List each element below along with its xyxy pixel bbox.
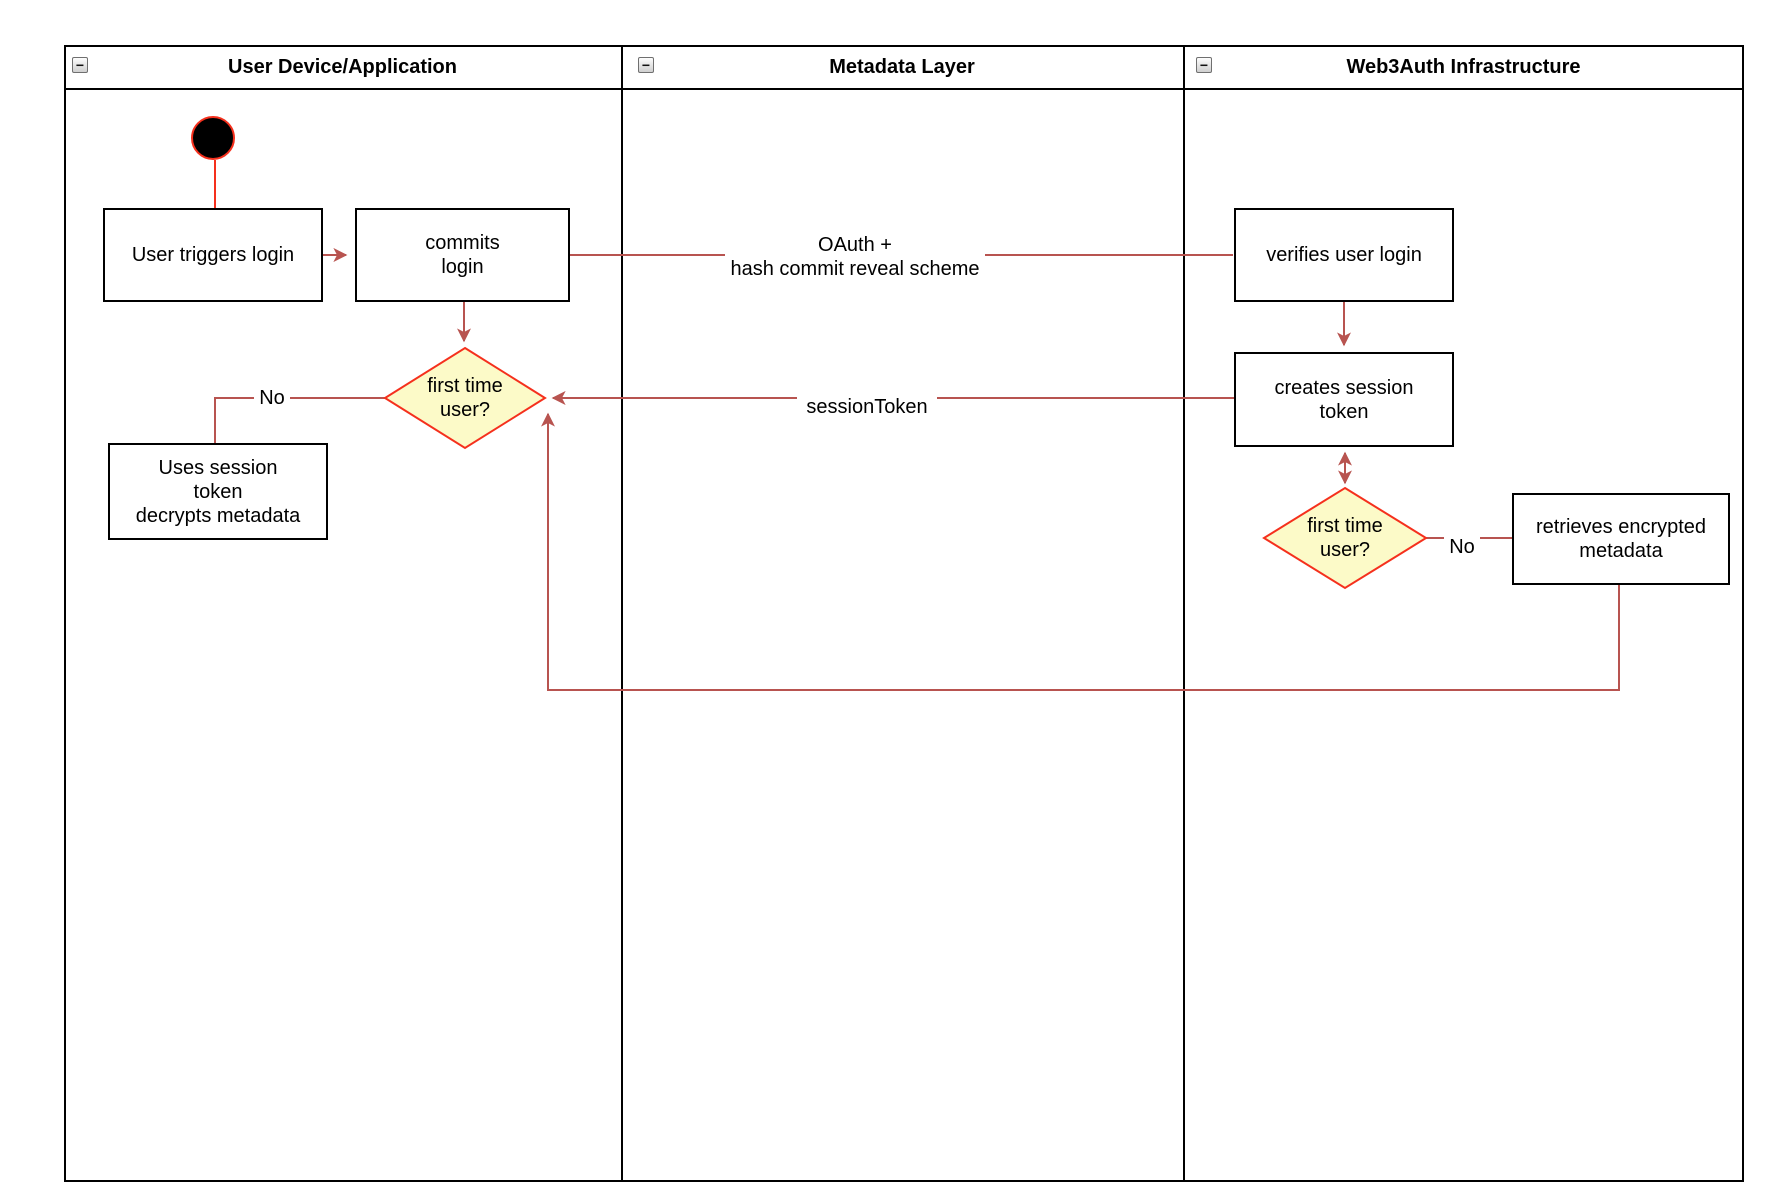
lane-title-metadata-layer: Metadata Layer	[829, 55, 975, 78]
lane-separator	[621, 45, 623, 1182]
collapse-lane-icon[interactable]: −	[1196, 57, 1212, 73]
node-commits-login[interactable]: commits login	[355, 208, 570, 302]
lane-header-divider	[64, 88, 1744, 90]
initial-node[interactable]	[191, 116, 235, 160]
node-creates-session-token[interactable]: creates session token	[1234, 352, 1454, 447]
decision1-label: first time user?	[427, 375, 503, 421]
edge-label-session-token: sessionToken	[797, 394, 937, 420]
node-user-triggers-login[interactable]: User triggers login	[103, 208, 323, 302]
decision2-label: first time user?	[1307, 515, 1383, 561]
edge-label-no-left: No	[254, 386, 290, 410]
collapse-lane-icon[interactable]: −	[638, 57, 654, 73]
collapse-lane-icon[interactable]: −	[72, 57, 88, 73]
edge-label-oauth: OAuth + hash commit reveal scheme	[725, 232, 985, 282]
lane-title-user-device: User Device/Application	[228, 55, 457, 78]
node-verifies-user-login[interactable]: verifies user login	[1234, 208, 1454, 302]
node-retrieves-encrypted-metadata[interactable]: retrieves encrypted metadata	[1512, 493, 1730, 585]
node-uses-session-token[interactable]: Uses session token decrypts metadata	[108, 443, 328, 540]
lane-title-web3auth-infrastructure: Web3Auth Infrastructure	[1346, 55, 1581, 78]
edge-label-no-right: No	[1444, 535, 1480, 559]
lane-separator	[1183, 45, 1185, 1182]
